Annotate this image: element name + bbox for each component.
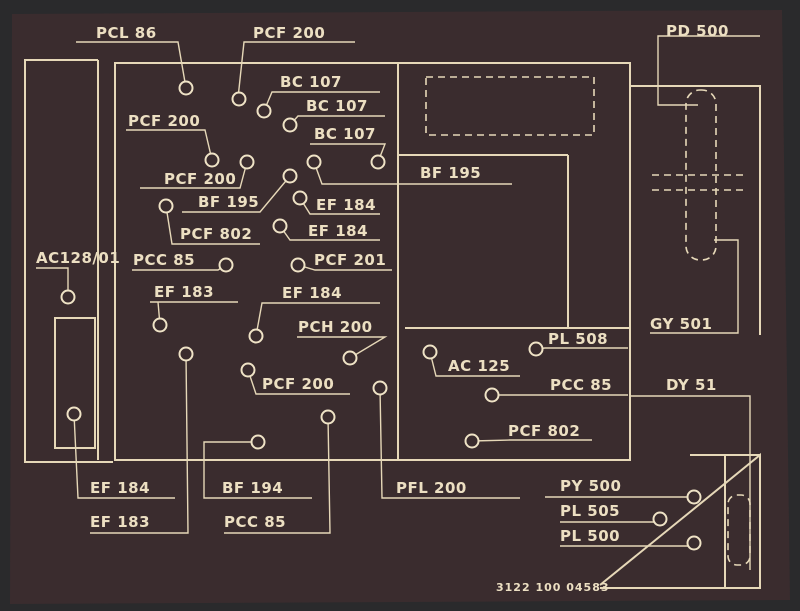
label-pcf200-top: PCF 200 [253,24,325,42]
socket-ef184-b [272,218,288,234]
label-pcc85-bottom: PCC 85 [224,513,286,531]
socket-pl505 [652,511,668,527]
label-ef184-c: EF 184 [282,284,342,302]
socket-ef184-c [248,328,264,344]
socket-bf195-left [282,168,298,184]
socket-pcf200-low [240,362,256,378]
label-bf195-left: BF 195 [198,193,259,211]
socket-pcf802-right [464,433,480,449]
label-ef184-a: EF 184 [316,196,376,214]
label-pd500: PD 500 [666,22,729,40]
socket-pcf802-left [158,198,174,214]
label-pcf201: PCF 201 [314,251,386,269]
socket-ef183-bottom [178,346,194,362]
socket-pl500 [686,535,702,551]
label-bf195-right: BF 195 [420,164,481,182]
label-pl508: PL 508 [548,330,608,348]
socket-bc107-3 [370,154,386,170]
label-pcc85-right: PCC 85 [550,376,612,394]
part-number: 3122 100 04583 [496,581,610,594]
label-pcf200-mid: PCF 200 [164,170,236,188]
socket-ef184-bottom [66,406,82,422]
label-pch200: PCH 200 [298,318,373,336]
socket-bf194 [250,434,266,450]
socket-bf195-right [306,154,322,170]
label-gy501: GY 501 [650,315,712,333]
socket-pcf200-mid [239,154,255,170]
label-bc107-1: BC 107 [280,73,342,91]
socket-pcl86 [178,80,194,96]
socket-ac128 [60,289,76,305]
label-bf194: BF 194 [222,479,283,497]
socket-pcf201 [290,257,306,273]
label-pcl86: PCL 86 [96,24,157,42]
socket-pcc85-left [218,257,234,273]
label-py500: PY 500 [560,477,621,495]
label-pfl200: PFL 200 [396,479,467,497]
socket-py500 [686,489,702,505]
label-pcc85-left: PCC 85 [133,251,195,269]
socket-pch200 [342,350,358,366]
socket-ef183-left [152,317,168,333]
label-ef183-left: EF 183 [154,283,214,301]
label-pcf802-right: PCF 802 [508,422,580,440]
socket-pcc85-bottom [320,409,336,425]
socket-ef184-a [292,190,308,206]
socket-pl508 [528,341,544,357]
socket-pcc85-right [484,387,500,403]
socket-ac125 [422,344,438,360]
label-ef184-b: EF 184 [308,222,368,240]
label-dy51: DY 51 [666,376,717,394]
leader-lines [36,35,760,570]
pl500-tube-outline [727,494,751,566]
socket-pcf200-top [231,91,247,107]
label-ac125: AC 125 [448,357,510,375]
socket-pcf200-left [204,152,220,168]
socket-pfl200 [372,380,388,396]
tube-sockets [60,80,702,551]
label-bc107-2: BC 107 [306,97,368,115]
socket-bc107-2 [282,117,298,133]
label-pl505: PL 505 [560,502,620,520]
label-ef184-bottom: EF 184 [90,479,150,497]
label-pl500: PL 500 [560,527,620,545]
label-pcf802-left: PCF 802 [180,225,252,243]
tube-labels: PCL 86 PCF 200 BC 107 BC 107 BC 107 PCF … [36,22,729,594]
pd500-tube-outline [652,89,748,261]
socket-bc107-1 [256,103,272,119]
label-bc107-3: BC 107 [314,125,376,143]
label-pcf200-left: PCF 200 [128,112,200,130]
label-pcf200-low: PCF 200 [262,375,334,393]
label-ef183-bottom: EF 183 [90,513,150,531]
label-ac128: AC128/01 [36,249,120,267]
board-outlines [24,59,761,589]
